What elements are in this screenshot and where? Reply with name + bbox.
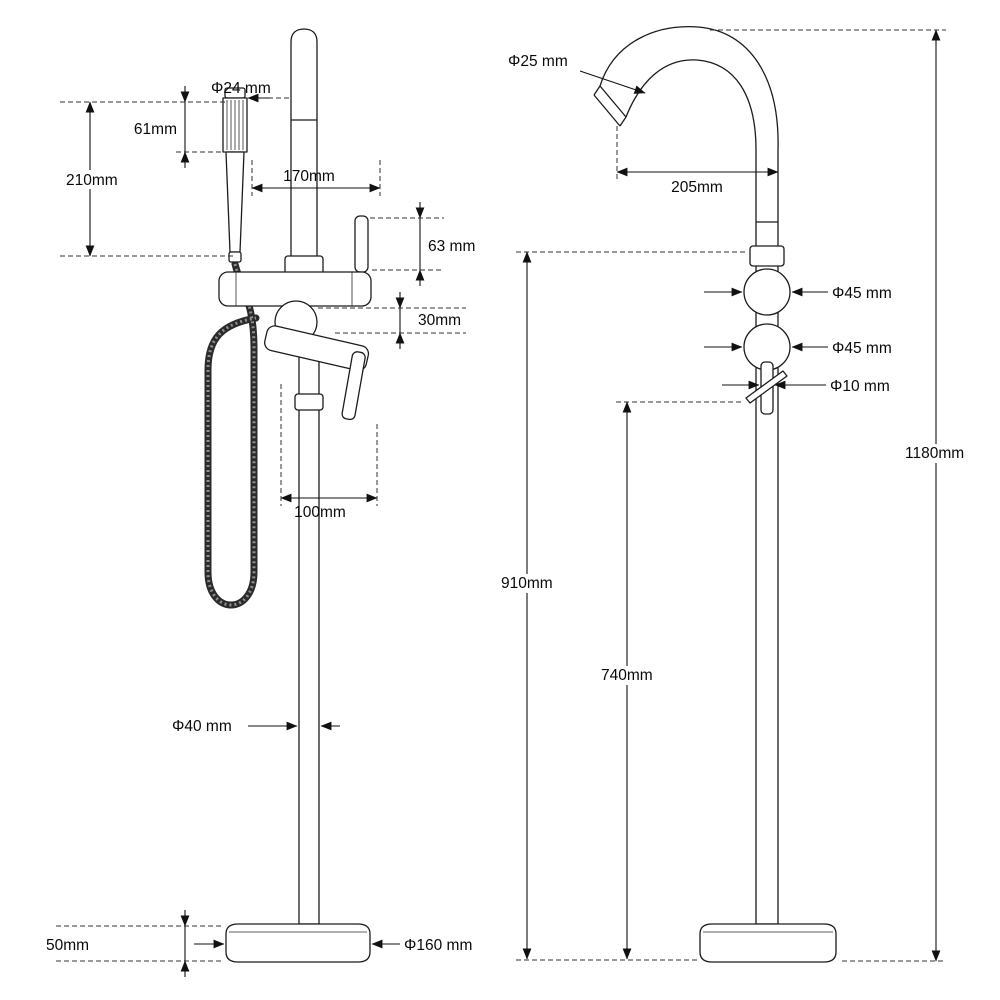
dim-label-base-diameter: Φ160 mm bbox=[404, 937, 472, 954]
dim-label-spout-reach: 205mm bbox=[671, 179, 723, 196]
dim-label-spout-diameter: Φ25 mm bbox=[508, 53, 568, 70]
main-column bbox=[298, 349, 320, 925]
dim-label-base-height: 50mm bbox=[46, 937, 89, 954]
gooseneck-spout bbox=[599, 26, 779, 925]
spout-tip bbox=[593, 85, 627, 127]
dim-label-handle-height: 740mm bbox=[601, 667, 653, 684]
riser-pipe bbox=[284, 28, 324, 275]
mixer-body bbox=[218, 215, 372, 421]
front-view-dimensions bbox=[516, 29, 946, 962]
front-base bbox=[699, 923, 837, 963]
dim-label-lever-length: 63 mm bbox=[428, 238, 475, 255]
hand-shower-texture bbox=[226, 100, 244, 150]
dim-label-handle-bottom-diameter: Φ45 mm bbox=[832, 340, 892, 357]
side-view: Φ24 mm 61mm 210mm 170mm 63 mm 30mm 100mm… bbox=[46, 28, 475, 977]
side-view-labels: Φ24 mm 61mm 210mm 170mm 63 mm 30mm 100mm… bbox=[46, 80, 475, 954]
dim-label-total-height: 1180mm bbox=[905, 445, 964, 462]
front-coupler bbox=[749, 245, 785, 267]
column-coupler bbox=[294, 393, 324, 411]
shower-hose bbox=[204, 260, 260, 609]
dim-label-head-diameter: Φ24 mm bbox=[211, 80, 271, 97]
dim-label-column-height: 910mm bbox=[501, 575, 553, 592]
hot-handle bbox=[743, 268, 791, 316]
diverter-lever bbox=[745, 370, 788, 404]
dim-label-lower-reach: 100mm bbox=[294, 504, 346, 521]
dim-label-body-offset: 30mm bbox=[418, 312, 461, 329]
dim-label-shower-length: 210mm bbox=[66, 172, 118, 189]
front-view: Φ25 mm 205mm Φ45 mm Φ45 mm Φ10 mm 1180mm… bbox=[498, 26, 972, 963]
dim-label-head-length: 61mm bbox=[134, 121, 177, 138]
lower-body bbox=[264, 325, 370, 372]
dim-label-column-diameter: Φ40 mm bbox=[172, 718, 232, 735]
lower-lever bbox=[341, 351, 366, 421]
front-view-labels: Φ25 mm 205mm Φ45 mm Φ45 mm Φ10 mm 1180mm… bbox=[498, 53, 972, 685]
dim-label-lever-rod-diameter: Φ10 mm bbox=[830, 378, 890, 395]
hose-nut bbox=[228, 251, 242, 263]
upper-lever bbox=[354, 215, 369, 273]
side-base bbox=[225, 923, 371, 963]
hand-shower bbox=[222, 87, 248, 263]
side-view-dimensions bbox=[56, 86, 466, 977]
hand-shower-handle bbox=[225, 151, 245, 253]
dim-label-handle-top-diameter: Φ45 mm bbox=[832, 285, 892, 302]
dim-label-reach: 170mm bbox=[283, 168, 335, 185]
